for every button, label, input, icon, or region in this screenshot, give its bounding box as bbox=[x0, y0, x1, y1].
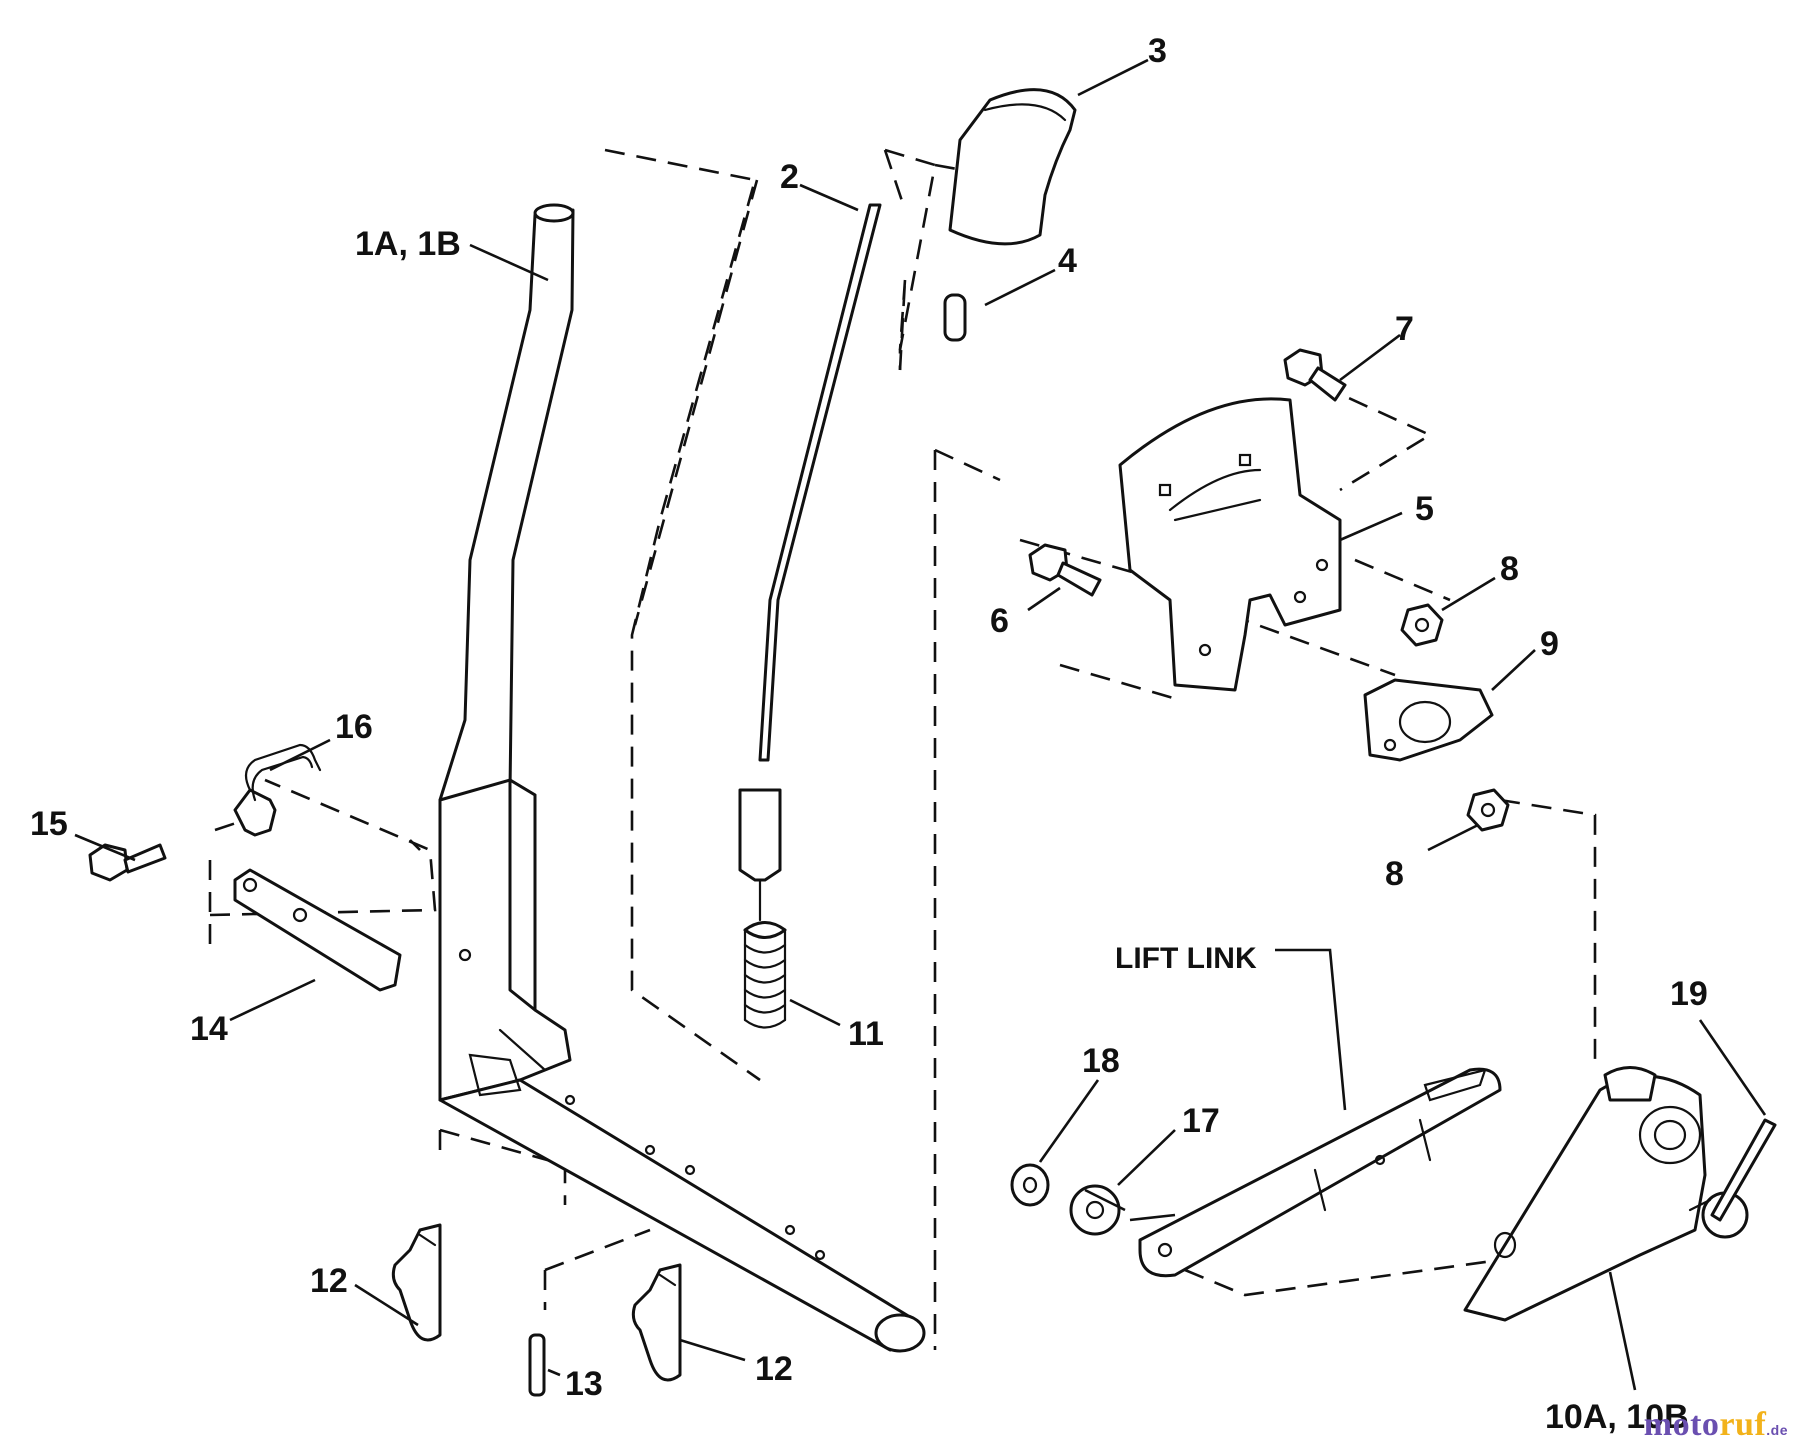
callout-16: 16 bbox=[335, 708, 373, 746]
washer-18 bbox=[1010, 1163, 1050, 1207]
callout-19: 19 bbox=[1670, 975, 1708, 1013]
callout-6: 6 bbox=[990, 602, 1009, 640]
shift-rod bbox=[738, 203, 882, 922]
washer-17 bbox=[1069, 1184, 1121, 1236]
callout-5: 5 bbox=[1415, 490, 1434, 528]
callout-18: 18 bbox=[1082, 1042, 1120, 1080]
flange-bearing bbox=[1363, 678, 1494, 762]
shift-knob bbox=[948, 88, 1077, 246]
callout-2: 2 bbox=[780, 158, 799, 196]
callout-9: 9 bbox=[1540, 625, 1559, 663]
leader-lines bbox=[74, 58, 1767, 1391]
nut-lower bbox=[1466, 788, 1510, 832]
quadrant-bracket bbox=[1118, 397, 1342, 692]
shift-lever-tube bbox=[438, 203, 926, 1353]
hairpin-clip-left bbox=[391, 1223, 442, 1342]
flat-bar bbox=[233, 868, 402, 992]
hairpin-clip-right bbox=[631, 1263, 682, 1382]
callout-7: 7 bbox=[1395, 310, 1414, 348]
lift-arm bbox=[1463, 1066, 1749, 1322]
watermark-part-2: ruf bbox=[1719, 1406, 1767, 1443]
roll-pin bbox=[943, 293, 967, 342]
callout-8-lower: 8 bbox=[1385, 855, 1404, 893]
callout-11: 11 bbox=[848, 1015, 884, 1053]
lift-link bbox=[1138, 1067, 1502, 1278]
callout-15: 15 bbox=[30, 805, 68, 843]
callout-4: 4 bbox=[1058, 242, 1077, 280]
nut-upper bbox=[1400, 603, 1444, 647]
callout-17: 17 bbox=[1182, 1102, 1220, 1140]
spring bbox=[743, 921, 787, 1029]
callout-labels: 1A, 1B 2 3 4 5 6 7 8 8 9 10A, 10B 11 12 … bbox=[30, 32, 1708, 1436]
watermark-part-3: .de bbox=[1766, 1422, 1788, 1438]
lift-link-label: LIFT LINK bbox=[1115, 942, 1257, 975]
callout-10a-10b: 10A, 10B bbox=[1545, 1398, 1689, 1436]
callout-12-right: 12 bbox=[755, 1350, 793, 1388]
cotter-pin bbox=[1710, 1118, 1777, 1222]
callout-3: 3 bbox=[1148, 32, 1167, 70]
screw-15 bbox=[88, 843, 167, 882]
u-bracket bbox=[233, 743, 322, 837]
bolt-7 bbox=[1283, 348, 1347, 402]
watermark-logo: motoruf.de bbox=[1644, 1406, 1788, 1444]
callout-1a-1b: 1A, 1B bbox=[355, 225, 461, 263]
callout-8-upper: 8 bbox=[1500, 550, 1519, 588]
callout-14: 14 bbox=[190, 1010, 228, 1048]
callout-12-left: 12 bbox=[310, 1262, 348, 1300]
callout-13: 13 bbox=[565, 1365, 603, 1403]
pin-13 bbox=[528, 1333, 546, 1397]
bolt-6 bbox=[1028, 543, 1102, 597]
watermark-part-1: moto bbox=[1643, 1406, 1720, 1443]
